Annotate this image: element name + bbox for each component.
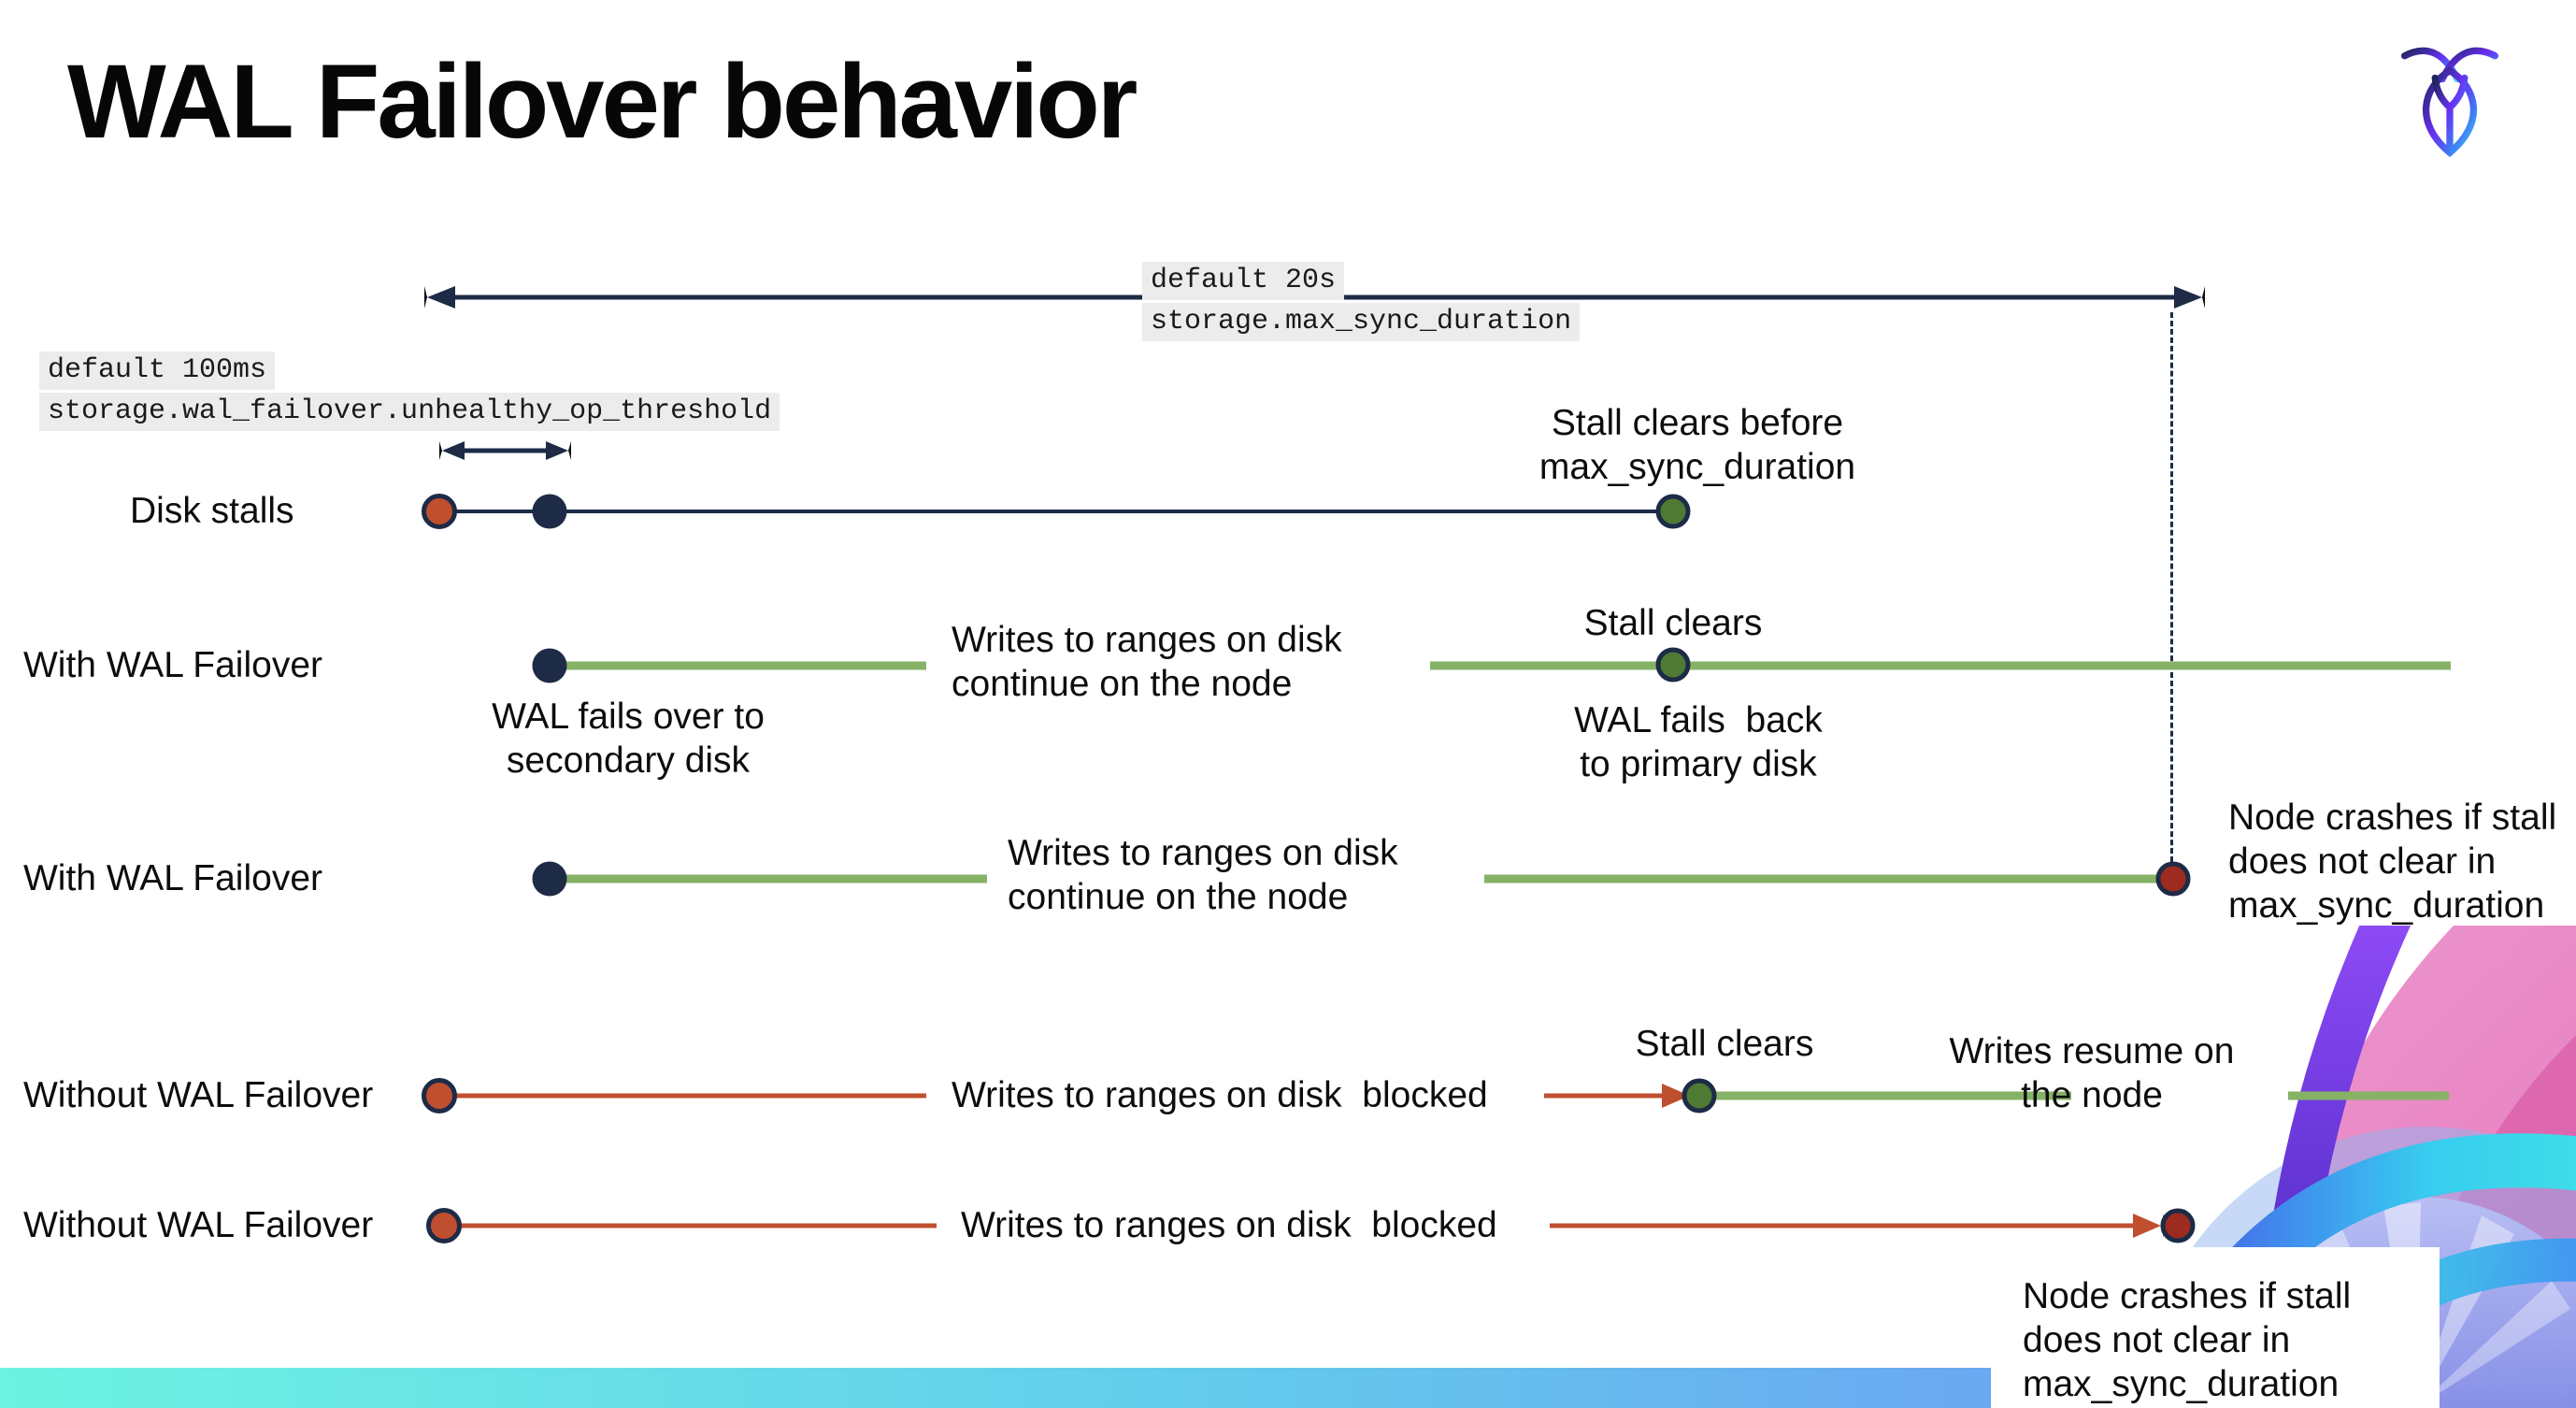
stall-clears-dot-3 [1682, 1078, 1717, 1113]
max-sync-duration-label: default 20s storage.max_sync_duration [1142, 262, 1581, 344]
writes-resume-line-1 [1714, 1091, 2071, 1100]
failover-dot-2 [532, 861, 567, 897]
row-label-without-wal-failover-2: Without WAL Failover [23, 1205, 374, 1245]
stall-clears-caption-2: Stall clears [1583, 603, 1763, 643]
writes-continue-line-4 [1484, 874, 2173, 884]
failover-caption: WAL fails over to secondary disk [492, 697, 765, 781]
disk-stall-start-dot-2 [422, 1078, 457, 1113]
cockroachdb-logo-icon [2400, 47, 2499, 157]
writes-resume-caption: Writes resume on the node [1949, 1031, 2235, 1115]
writes-continue-caption-1: Writes to ranges on disk continue on the… [952, 620, 1342, 704]
max-sync-setting-name: storage.max_sync_duration [1142, 303, 1581, 341]
failover-dot [532, 648, 567, 683]
node-crash-note-box: Node crashes if stall does not clear in … [1991, 1247, 2440, 1408]
writes-continue-line-2 [1430, 661, 2451, 670]
arrowhead-right-small-icon [546, 441, 571, 460]
writes-blocked-line-2 [458, 1223, 937, 1228]
arrowhead-left-icon [424, 286, 455, 309]
row-label-without-wal-failover-1: Without WAL Failover [23, 1075, 374, 1115]
row-label-with-wal-failover-1: With WAL Failover [23, 645, 322, 685]
writes-blocked-line-1 [454, 1093, 926, 1099]
row-label-disk-stalls: Disk stalls [130, 491, 294, 531]
writes-blocked-arrow-line-1 [1544, 1093, 1667, 1099]
writes-continue-caption-2: Writes to ranges on disk continue on the… [1008, 833, 1398, 917]
disk-stall-start-dot-3 [426, 1208, 462, 1243]
page-title: WAL Failover behavior [67, 43, 1138, 160]
threshold-setting-name: storage.wal_failover.unhealthy_op_thresh… [39, 393, 780, 431]
writes-continue-line-1 [562, 661, 926, 670]
max-sync-default-value: default 20s [1142, 262, 1345, 300]
node-crash-dot [2155, 861, 2191, 897]
stall-clears-dot-2 [1655, 647, 1691, 682]
stall-clears-dot [1655, 494, 1691, 529]
node-crash-dot-2 [2160, 1208, 2196, 1243]
writes-continue-line-3 [562, 874, 987, 884]
row-label-with-wal-failover-2: With WAL Failover [23, 858, 322, 898]
disk-stall-timeline [454, 510, 1658, 513]
node-crash-caption-2: Node crashes if stall does not clear in … [2023, 1276, 2352, 1404]
writes-blocked-caption-2: Writes to ranges on disk blocked [961, 1205, 1497, 1245]
threshold-default-value: default 100ms [39, 352, 276, 390]
threshold-arrow-line [462, 448, 546, 453]
arrowhead-right-icon [2174, 286, 2205, 309]
max-sync-deadline-dashed-line [2170, 312, 2173, 862]
stall-clears-before-caption: Stall clears before max_sync_duration [1538, 403, 1856, 487]
disk-stall-start-dot [422, 494, 457, 529]
arrowhead-left-small-icon [439, 441, 465, 460]
writes-resume-line-2 [2288, 1091, 2449, 1100]
writes-blocked-caption-1: Writes to ranges on disk blocked [952, 1075, 1488, 1115]
node-crash-caption-1: Node crashes if stall does not clear in … [2228, 797, 2557, 926]
stall-clears-caption-3: Stall clears [1635, 1024, 1814, 1064]
red-arrowhead-icon-2 [2133, 1214, 2164, 1238]
threshold-reached-dot [532, 494, 567, 529]
failback-caption: WAL fails back to primary disk [1574, 700, 1823, 784]
writes-blocked-arrow-line-2 [1550, 1223, 2137, 1228]
unhealthy-op-threshold-label: default 100ms storage.wal_failover.unhea… [39, 352, 780, 434]
